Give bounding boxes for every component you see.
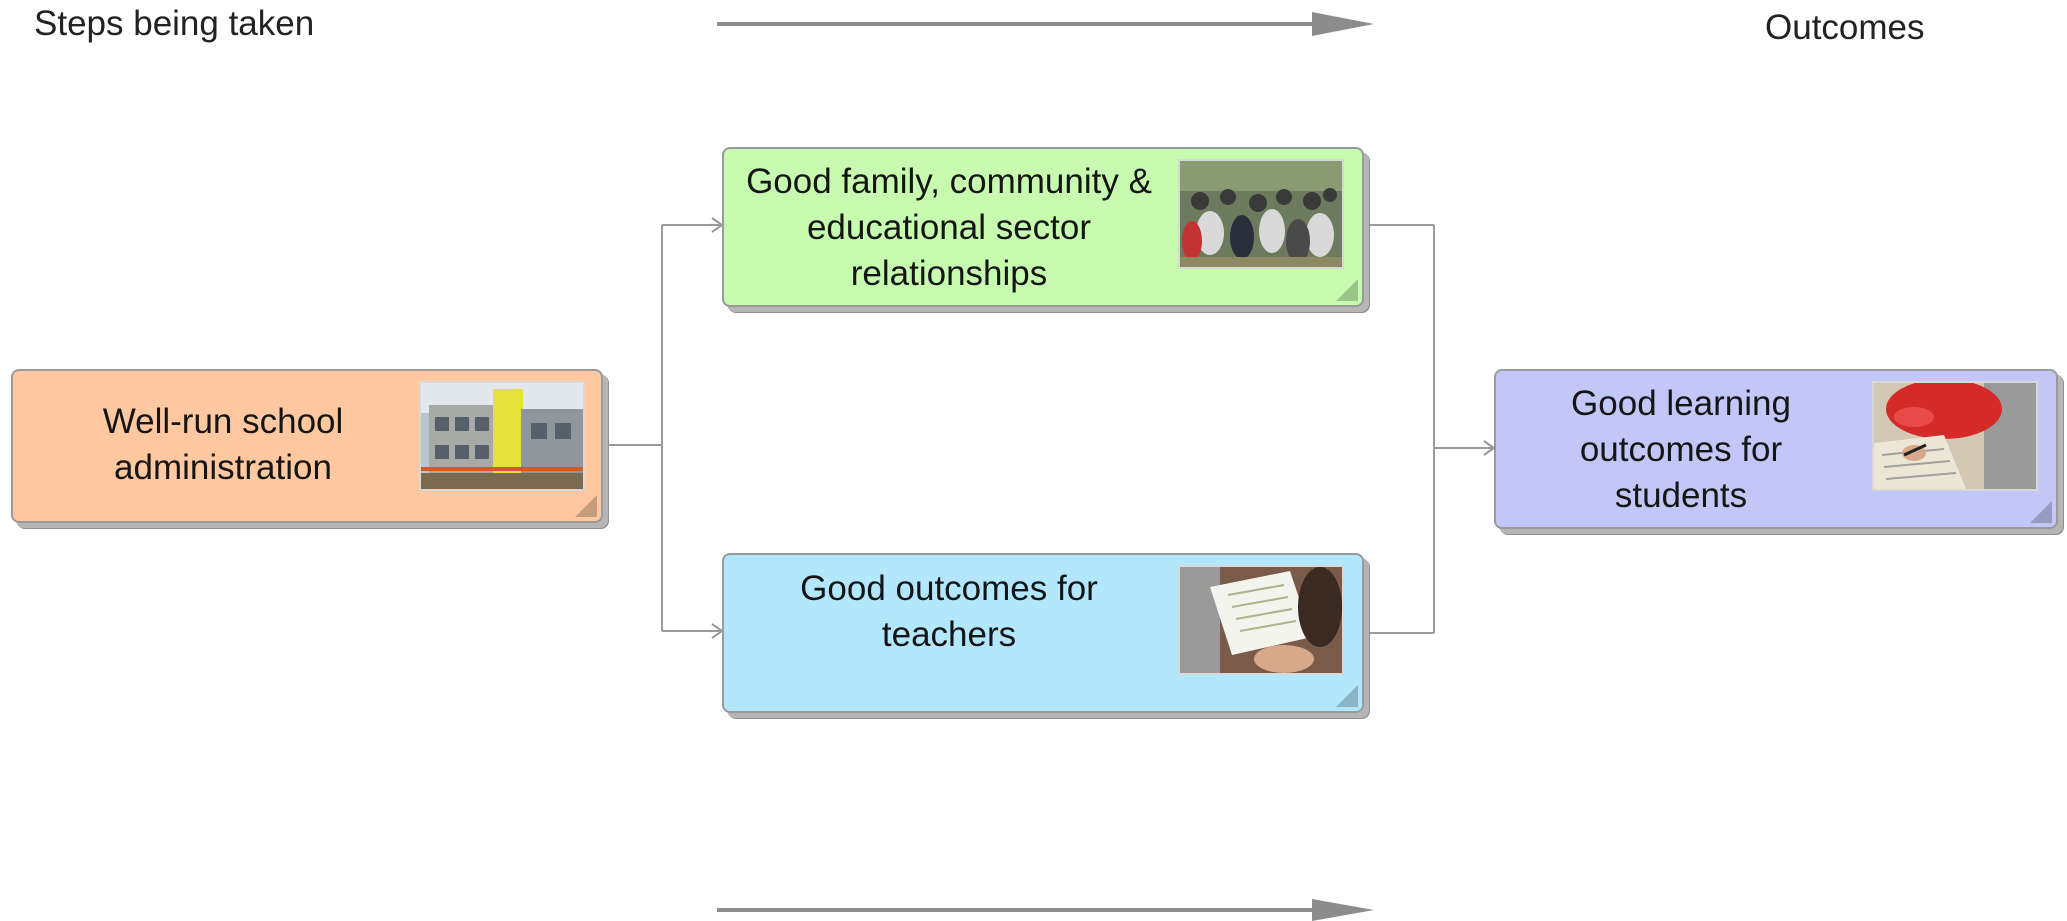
node-label: Well-run school administration: [102, 402, 344, 487]
bottom-direction-arrow: [717, 899, 1374, 921]
node-good-relationships: Good family, community & educational sec…: [722, 147, 1364, 307]
node-label: Good family, community & educational sec…: [746, 162, 1152, 293]
reading-paper-photo-icon: [1178, 565, 1344, 675]
connector-admin-to-middle: [600, 217, 724, 639]
node-good-outcomes-for-teachers: Good outcomes for teachers: [722, 553, 1364, 713]
outcomes-heading: Outcomes: [1765, 8, 1925, 47]
connector-middle-to-students: [1362, 224, 1496, 634]
student-writing-photo-icon: [1872, 381, 2038, 491]
note-fold-corner: [1336, 685, 1358, 707]
note-fold-corner: [2030, 501, 2052, 523]
node-label: Good learning outcomes for students: [1571, 384, 1791, 515]
note-fold-corner: [575, 495, 597, 517]
node-well-run-school-administration: Well-run school administration: [11, 369, 603, 523]
crowd-photo-icon: [1178, 159, 1344, 269]
node-good-learning-outcomes-for-students: Good learning outcomes for students: [1494, 369, 2058, 529]
steps-being-taken-heading: Steps being taken: [34, 4, 315, 43]
note-fold-corner: [1336, 279, 1358, 301]
node-label: Good outcomes for teachers: [800, 569, 1098, 654]
top-direction-arrow: [717, 12, 1374, 36]
school-building-photo-icon: [419, 381, 585, 491]
